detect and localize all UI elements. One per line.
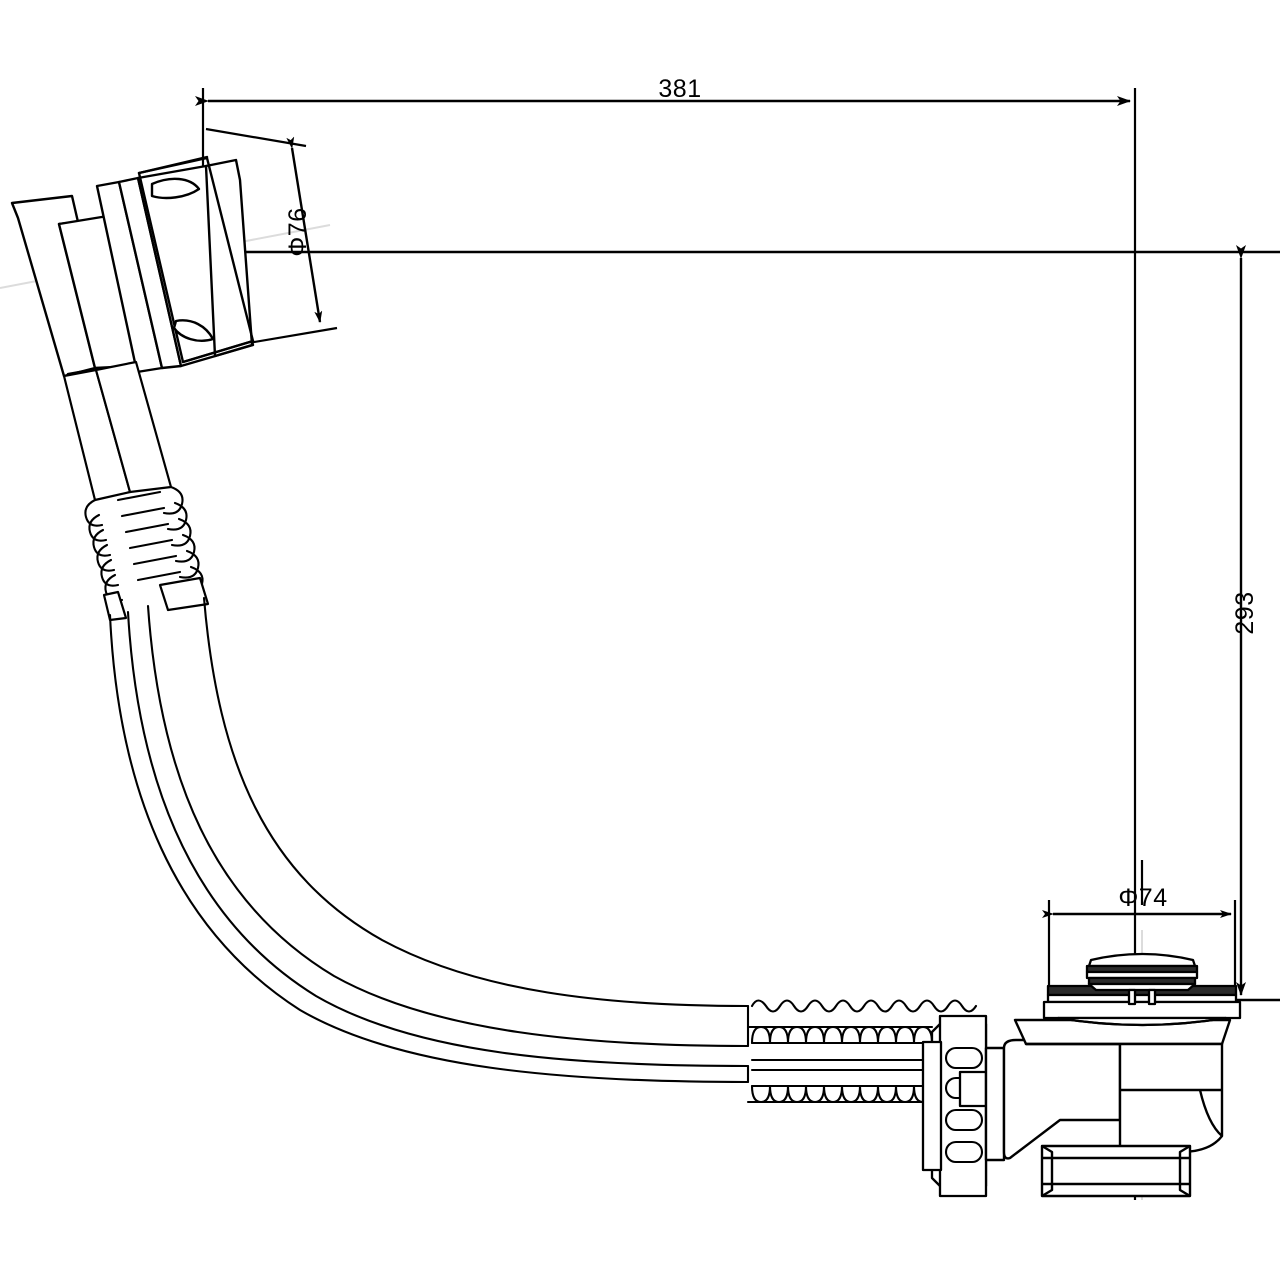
dim-label-phi74: Φ74 [1118, 884, 1167, 912]
upper-corrugated-hose [62, 360, 210, 622]
bellows-end-right [158, 576, 210, 612]
plug-skirt [1087, 982, 1197, 992]
cover-rim-right [204, 158, 254, 358]
waste-elbow-block [1002, 1038, 1122, 1160]
pop-up-waste-plug [1085, 952, 1199, 1006]
dim-label-phi76: Φ76 [284, 207, 312, 256]
flange-under-curve [1057, 1016, 1227, 1027]
bundle-line-3 [146, 604, 750, 1048]
dimension-lines [159, 88, 1280, 1200]
plug-cap-dome [1087, 952, 1197, 968]
bellows-scallops-bottom [750, 1084, 934, 1104]
dim-label-381: 381 [658, 75, 701, 103]
lower-corrugated-hose [746, 999, 978, 1104]
spigot-end-left [1041, 1144, 1054, 1198]
waste-flange-seal [1042, 984, 1242, 1027]
union-nut-shoulder [921, 1040, 943, 1172]
bundle-line-2 [126, 610, 750, 1068]
dim-label-293: 293 [1231, 591, 1259, 634]
plug-stem-right [1147, 988, 1157, 1006]
waste-trap-body [984, 1018, 1232, 1198]
flange-ring [1042, 1000, 1242, 1020]
waste-inlet-collar [984, 1046, 1006, 1162]
bellows-ribs-lower-top [750, 999, 978, 1013]
curved-cable-hose-bundle [108, 596, 750, 1084]
spigot-end-right [1178, 1144, 1191, 1198]
bundle-line-4 [202, 596, 750, 1008]
crescent-slot-lower [172, 319, 215, 342]
outlet-spigot [1040, 1144, 1192, 1198]
crescent-slot-upper [150, 177, 201, 200]
ext-line-phi76-top [205, 127, 307, 148]
cover-top-edge [137, 155, 209, 175]
knurled-union-nut [921, 1014, 988, 1198]
cover-bottom-edge [181, 339, 255, 364]
dim-line-phi76 [286, 136, 323, 323]
bellows-end-left [102, 590, 128, 622]
bundle-line-1 [108, 613, 750, 1084]
union-nut-stem [958, 1070, 988, 1108]
waste-barrel-fillet [1198, 1089, 1223, 1137]
bellows-scallops-top [750, 1025, 934, 1045]
plug-stem-left [1127, 988, 1137, 1006]
overflow-head [10, 155, 255, 390]
